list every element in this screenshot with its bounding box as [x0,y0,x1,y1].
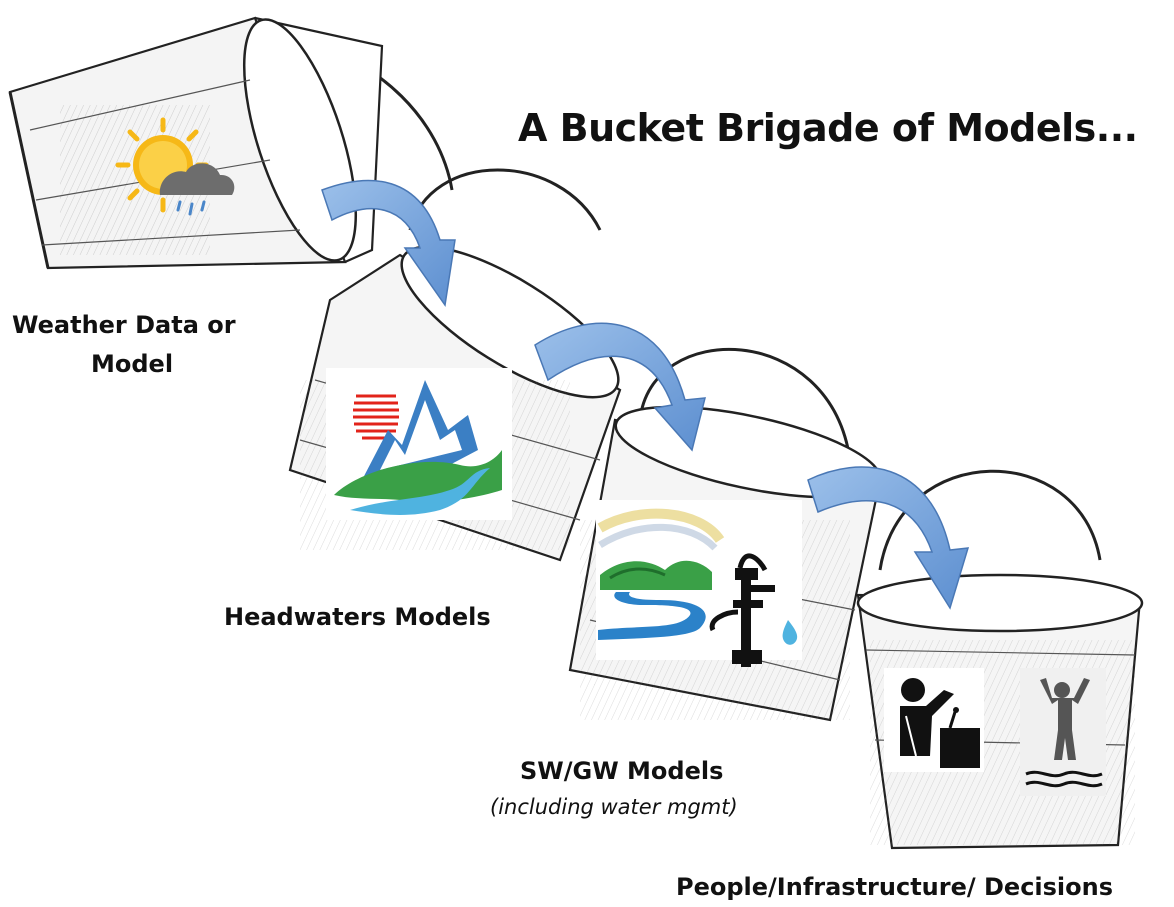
flow-arrow-1 [321,179,456,307]
stage-label-people: People/Infrastructure/ Decisions [676,873,1114,901]
mountain-river-icon [326,368,512,520]
flow-arrow-2 [534,322,706,452]
sun-cloud-rain-icon [115,117,235,216]
stage-label-headwaters: Headwaters Models [224,603,491,631]
river-pump-icon [596,500,802,667]
bucket-weather [8,16,454,270]
people-decision-icon [884,668,1106,796]
stage-label-swgw: SW/GW Models [520,757,724,785]
flow-arrow-3 [807,466,970,610]
stage-label-weather-line2: Model [91,350,174,378]
stage-sublabel-swgw: (including water mgmt) [490,795,738,819]
stage-label-weather-line1: Weather Data or [12,311,236,339]
diagram-title: A Bucket Brigade of Models... [518,106,1138,150]
